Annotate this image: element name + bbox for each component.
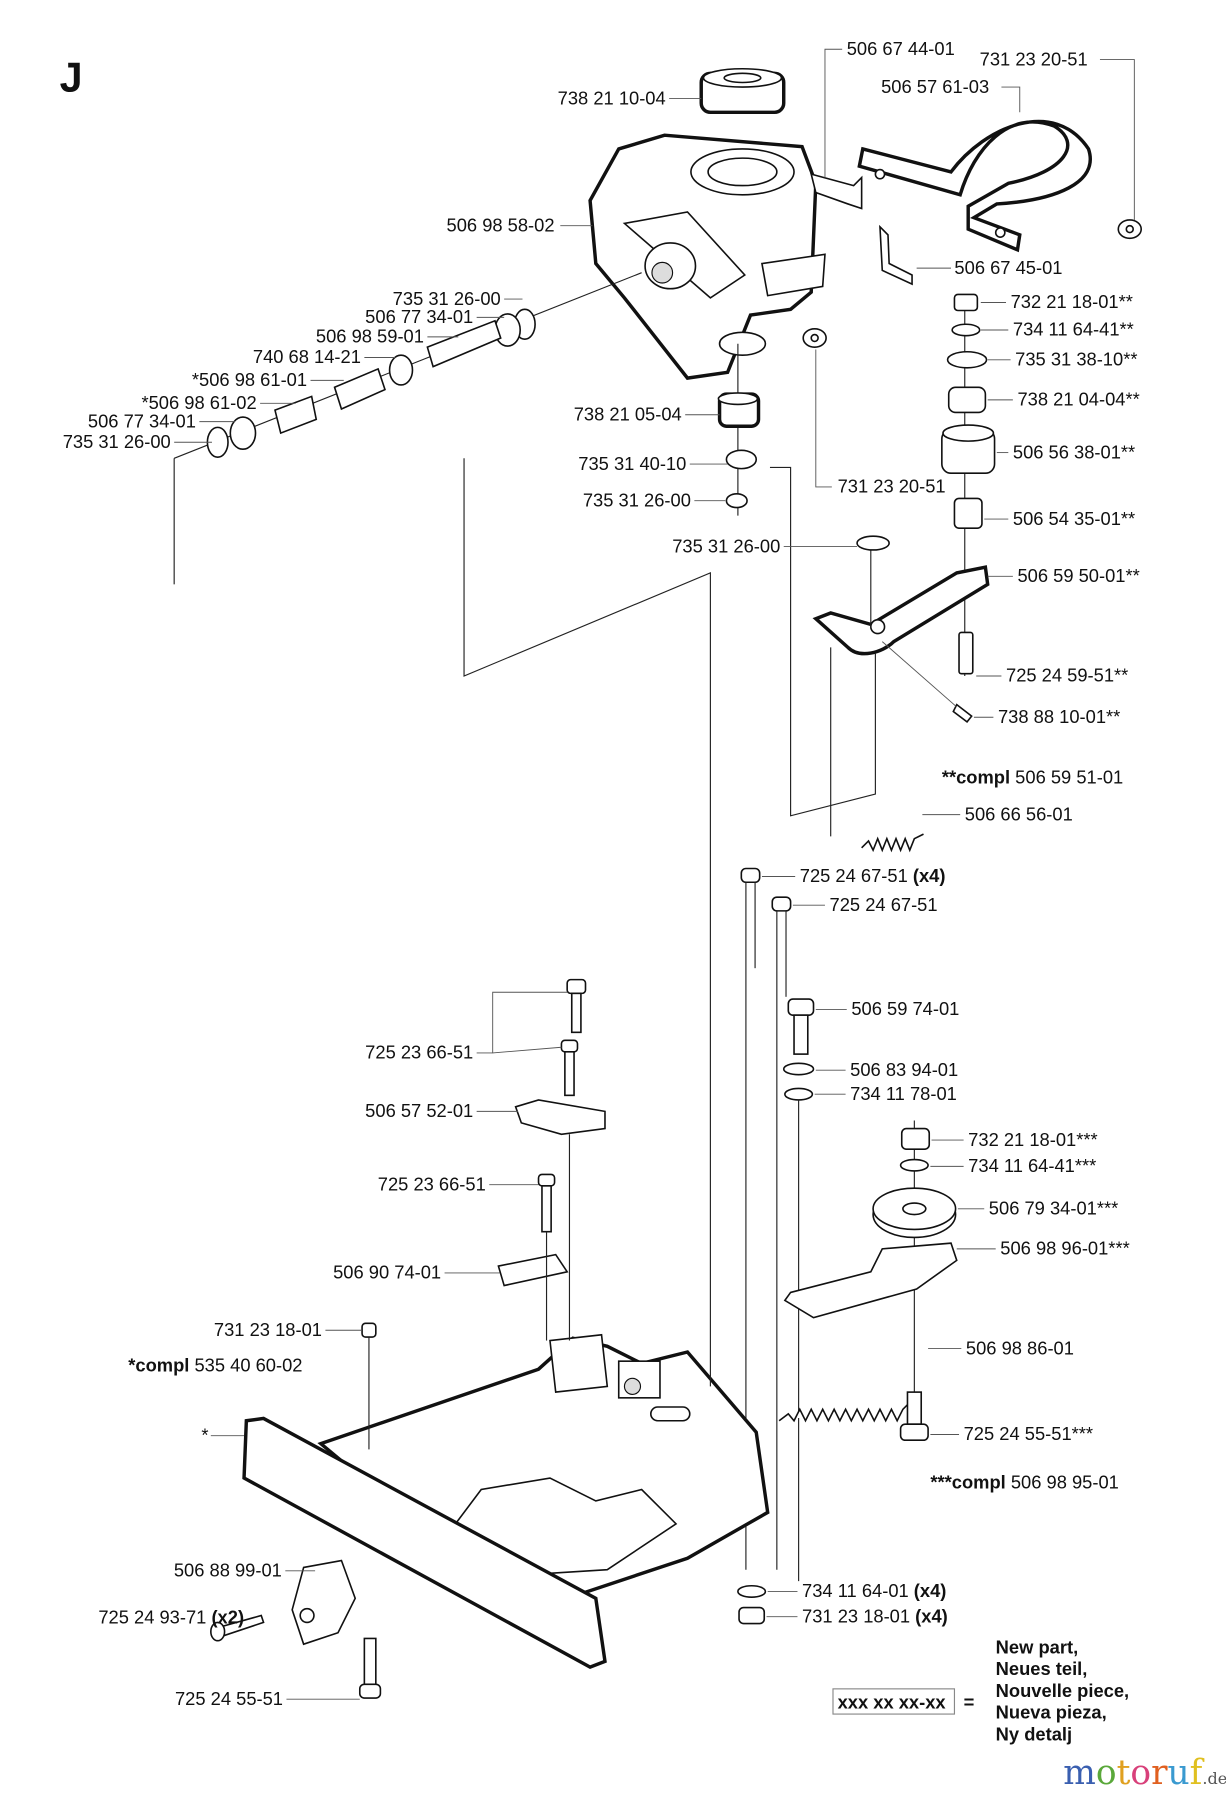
legend-line: New part, [996,1636,1079,1657]
legend-line: Ny detalj [996,1723,1072,1744]
kit-note-double-star: **compl 506 59 51-01 [942,767,1123,788]
part-label: 734 11 64-41** [1013,319,1134,340]
legend-line: Neues teil, [996,1658,1088,1679]
lower-assembly [210,458,958,1699]
part-labels: 738 21 10-04 506 98 58-02 735 31 26-00 5… [63,87,781,1709]
bracket-506-67-45 [879,224,913,286]
legend-sample-box [832,1688,956,1715]
part-label: 506 90 74-01 [333,1262,441,1283]
legend-line: Nueva pieza, [996,1702,1107,1723]
part-label: 725 24 59-51** [1006,665,1128,686]
part-label: 735 31 26-00 [672,535,780,556]
part-label: 732 21 18-01*** [968,1129,1097,1150]
nut-right [1117,219,1143,240]
part-label: 506 77 34-01 [88,410,196,431]
section-letter: J [60,55,83,101]
part-label: 735 31 26-00 [393,288,501,309]
part-label: 506 79 34-01*** [989,1198,1118,1219]
part-label: 734 11 64-01 (x4) [802,1580,946,1601]
small-brackets [497,978,606,1341]
part-label: 506 59 50-01** [1017,565,1139,586]
part-label: 738 21 04-04** [1017,389,1139,410]
kit-note-triple-star: ***compl 506 98 95-01 [930,1471,1119,1492]
part-label: 506 57 61-03 [881,76,989,97]
part-label: 731 23 20-51 [980,48,1088,69]
part-label: 725 24 93-71 (x2) [98,1607,244,1628]
new-part-legend: xxx xx xx-xx = New part, Neues teil, Nou… [832,1636,1129,1744]
pulley-assembly [778,1120,958,1442]
legend-line: Nouvelle piece, [996,1680,1129,1701]
part-label: 506 98 96-01*** [1000,1238,1129,1259]
part-label: 725 23 66-51 [378,1173,486,1194]
part-labels-right: 506 67 44-01 731 23 20-51 506 57 61-03 5… [800,38,1140,1626]
part-label: 738 88 10-01** [998,706,1120,727]
part-label: 725 24 67-51 [830,894,938,915]
part-label: 725 23 66-51 [365,1042,473,1063]
part-label: 506 57 52-01 [365,1100,473,1121]
bearing-stack-left [717,343,761,516]
bumper [242,1416,607,1669]
part-label: 731 23 20-51 [838,476,946,497]
part-label: 506 56 38-01** [1013,441,1135,462]
part-label: 506 54 35-01** [1013,508,1135,529]
part-label: 725 24 55-51*** [964,1423,1093,1444]
legend-sample: xxx xx xx-xx [838,1691,947,1712]
part-label: 506 98 58-02 [447,214,555,235]
mower-frame [210,458,770,1699]
part-label: 506 98 86-01 [966,1337,1074,1358]
legend-equals: = [964,1691,975,1712]
bearing-top [699,67,786,115]
part-label: 506 88 99-01 [174,1560,282,1581]
part-label: 725 24 55-51 [175,1688,283,1709]
part-label: 732 21 18-01** [1011,291,1133,312]
kit-note-star: *compl 535 40 60-02 [128,1354,302,1375]
part-label: 734 11 78-01 [850,1083,957,1104]
part-label: 731 23 18-01 [214,1319,322,1340]
clamp [857,119,1092,253]
part-label: 506 67 45-01 [954,257,1062,278]
part-label: 738 21 10-04 [558,87,666,108]
shaft-stack [173,272,642,585]
bearing-stack-right [769,293,996,837]
part-label: 506 83 94-01 [850,1059,958,1080]
part-label: 735 31 26-00 [583,489,691,510]
part-label: * [201,1424,208,1445]
part-label: 735 31 38-10** [1015,348,1137,369]
part-label: 738 21 05-04 [574,403,682,424]
part-label: 506 98 59-01 [316,326,424,347]
part-label: 735 31 26-00 [63,431,171,452]
part-label: 731 23 18-01 (x4) [802,1605,948,1626]
part-label: 506 66 56-01 [965,803,1073,824]
upper-assembly [173,67,1143,853]
part-label: *506 98 61-02 [141,392,256,413]
part-label: 734 11 64-41*** [968,1155,1096,1176]
spring-506-98-86 [778,1401,911,1423]
part-label: 735 31 40-10 [578,453,686,474]
part-label: 740 68 14-21 [253,346,361,367]
part-label: 725 24 67-51 (x4) [800,865,946,886]
spring-506-66-56 [861,833,924,853]
leader-lines [174,48,1135,1700]
logo-text: motoruf.de [1063,1753,1226,1793]
long-bolts [740,867,815,1582]
part-label: 506 59 74-01 [851,998,959,1019]
part-label: *506 98 61-01 [192,369,307,390]
nut-left [802,328,827,348]
gear-housing [588,133,826,380]
part-label: 506 67 44-01 [847,38,955,59]
motoruf-logo: motoruf.de [1063,1753,1226,1793]
part-label: 506 77 34-01 [365,306,473,327]
bracket-506-67-44 [810,173,863,210]
